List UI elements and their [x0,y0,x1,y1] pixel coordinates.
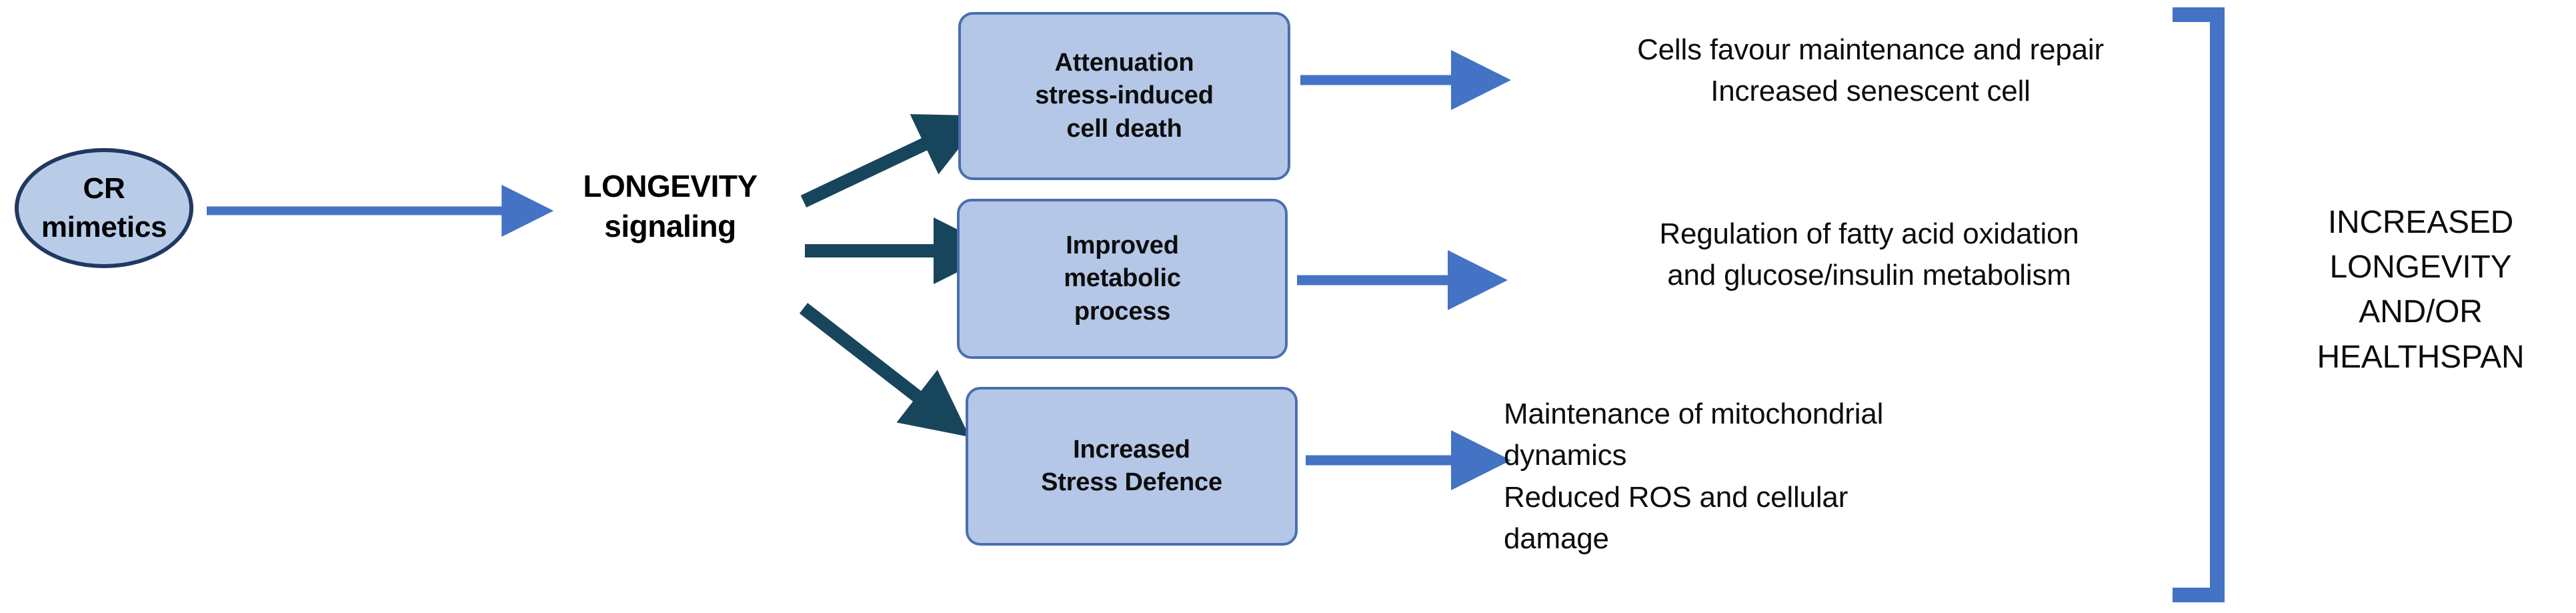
arrow-hub-to-box-1 [800,114,985,208]
box-attenuation-label: Attenuation stress-induced cell death [1035,48,1214,143]
outcome-text-fatty-acid-oxidation: Regulation of fatty acid oxidation and g… [1659,217,2079,292]
box-improved-metabolic-process[interactable]: Improved metabolic process [957,199,1288,359]
outcome-text-cells-favour-maintenance: Cells favour maintenance and repair Incr… [1637,33,2104,108]
node-cr-mimetics-label: CR mimetics [41,171,167,243]
arrow-hub-to-box-3 [799,303,970,438]
box-attenuation-stress-induced-cell-death[interactable]: Attenuation stress-induced cell death [958,12,1290,180]
node-longevity-signaling: LONGEVITY signaling [583,169,758,243]
final-outcome-increased-longevity-healthspan: INCREASED LONGEVITY AND/OR HEALTHSPAN [2317,205,2525,375]
outcome-text-mitochondrial-dynamics: Maintenance of mitochondrial dynamics Re… [1504,398,1884,556]
node-cr-mimetics[interactable]: CR mimetics [15,148,193,268]
box-increased-stress-defence[interactable]: Increased Stress Defence [966,387,1298,546]
box-stress-defence-label: Increased Stress Defence [1041,435,1222,496]
box-metabolic-label: Improved metabolic process [1064,231,1181,326]
